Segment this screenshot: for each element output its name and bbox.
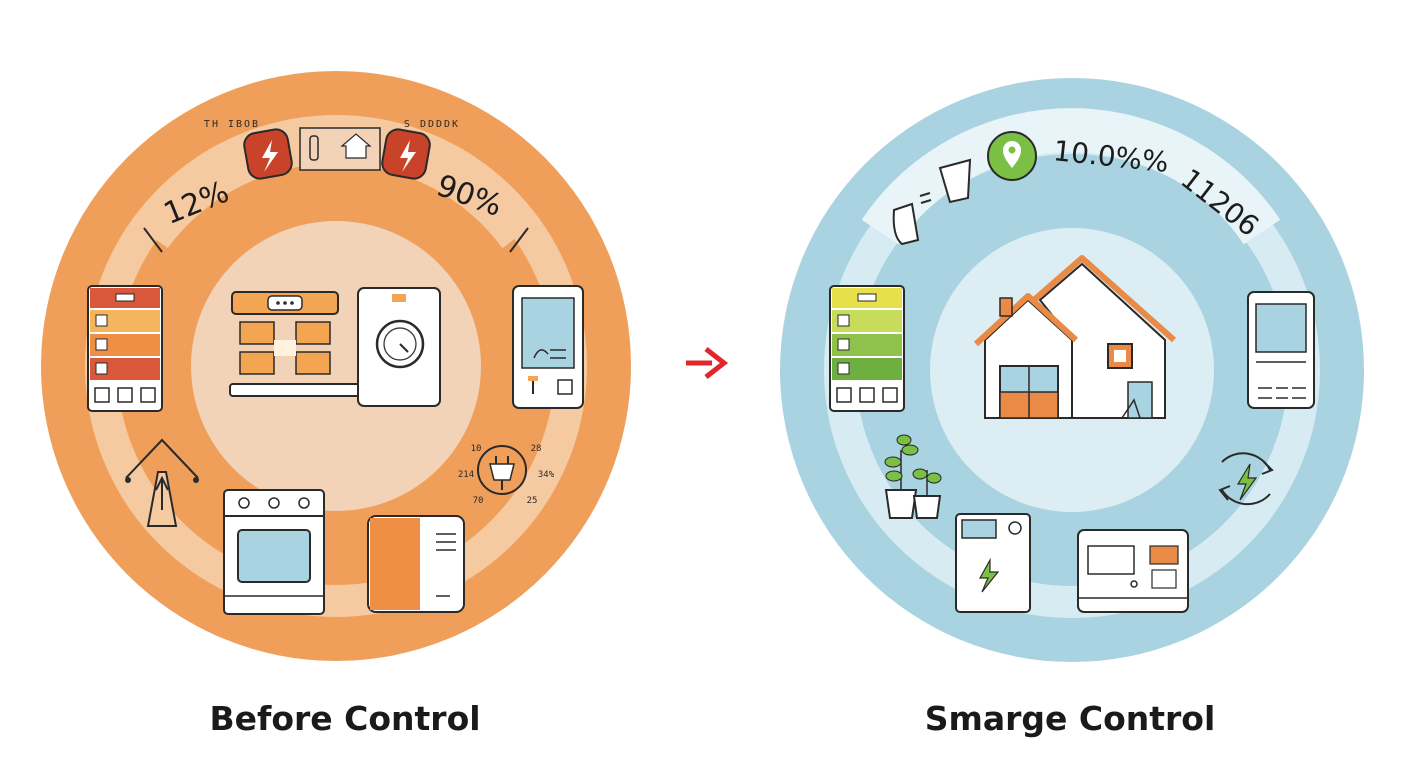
plant-icon [884, 434, 942, 519]
after-panel: 10.0%% 11206 [780, 78, 1364, 662]
before-arc-tick-left [143, 227, 163, 253]
after-caption: Smarge Control [924, 699, 1216, 738]
house-icon [973, 255, 1176, 419]
battery-rack-icon [829, 285, 905, 412]
kiosk-icon [1247, 291, 1315, 409]
before-top-label-right: S DDDDK [404, 119, 460, 130]
before-arc-tick-right [509, 227, 529, 253]
charger-icon [955, 513, 1031, 613]
before-panel: 12% 90% TH IBOB S DDDDK [41, 71, 631, 661]
kiosk-icon [512, 285, 584, 409]
lightning-icon [243, 128, 293, 180]
dial-label: 28 [531, 444, 542, 454]
transition-arrow [686, 347, 729, 379]
heater-icon [367, 515, 465, 613]
dial-label: 10 [471, 444, 482, 454]
dial-label: 214 [458, 470, 474, 480]
dial-label: 34% [538, 470, 555, 480]
after-top-arc [861, 108, 1281, 245]
power-tower-icon [125, 438, 199, 527]
dial-label: 70 [473, 496, 484, 506]
cup-icon [892, 158, 972, 246]
microwave-icon [1077, 529, 1189, 613]
lightning-icon [381, 128, 431, 180]
before-top-label-left: TH IBOB [204, 119, 260, 130]
battery-rack-icon [87, 285, 163, 412]
energy-cycle-icon [1218, 452, 1274, 506]
plug-dial-icon [477, 445, 527, 495]
washing-machine-icon [229, 287, 441, 407]
home-icon [299, 127, 381, 171]
location-pin-icon [987, 131, 1037, 181]
before-caption: Before Control [209, 699, 481, 738]
dial-label: 25 [527, 496, 538, 506]
oven-icon [223, 489, 325, 615]
